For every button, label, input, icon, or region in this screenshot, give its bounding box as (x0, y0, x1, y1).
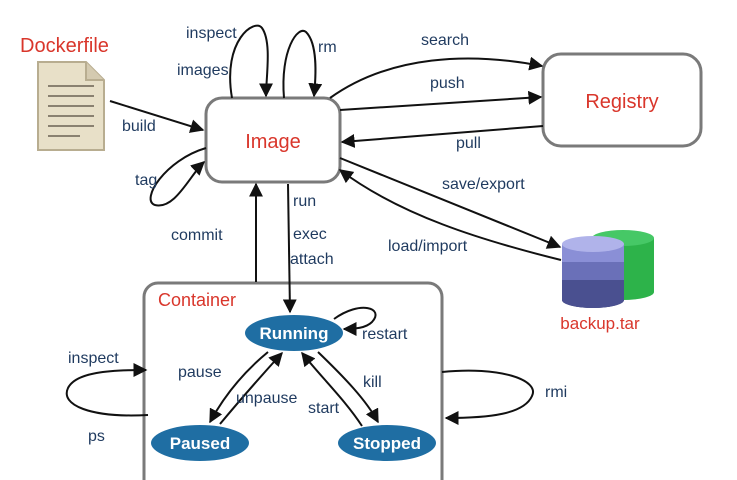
rm-label: rm (318, 39, 337, 56)
inspect-image-label: inspect (186, 25, 237, 42)
paused-label: Paused (170, 434, 230, 453)
start-label: start (308, 400, 340, 417)
unpause-label: unpause (236, 390, 297, 407)
pull-arrow (340, 125, 544, 148)
image-node (204, 96, 342, 184)
registry-node (541, 52, 703, 148)
load-label: load/import (388, 238, 468, 255)
kill-arrow (317, 351, 379, 424)
image-label: Image (245, 131, 301, 153)
running-label: Running (260, 324, 329, 343)
ps-label: ps (88, 428, 105, 445)
tag-arrow (149, 147, 207, 207)
restart-arrow (333, 306, 377, 336)
kill-label: kill (363, 374, 382, 391)
dockerfile-label: Dockerfile (20, 35, 109, 57)
run-arrow (282, 183, 297, 314)
attach-label: attach (290, 251, 334, 268)
inspect-ps-arrow (65, 363, 149, 417)
document-icon (37, 61, 105, 151)
registry-label: Registry (585, 91, 658, 113)
build-label: build (122, 118, 156, 135)
pause-arrow (209, 351, 269, 424)
pull-label: pull (456, 135, 481, 152)
database-stack-icon (562, 230, 654, 308)
rm-arrow (282, 29, 323, 99)
restart-label: restart (362, 326, 408, 343)
load-arrow (338, 169, 562, 261)
inspect-images-arrow (229, 24, 274, 99)
exec-label: exec (293, 226, 327, 243)
save-label: save/export (442, 176, 525, 193)
tag-label: tag (135, 172, 157, 189)
search-label: search (421, 32, 469, 49)
stopped-state (336, 423, 438, 463)
commit-label: commit (171, 227, 223, 244)
inspect-container-label: inspect (68, 350, 119, 367)
container-label: Container (158, 290, 236, 310)
images-label: images (177, 62, 229, 79)
rmi-label: rmi (545, 384, 567, 401)
unpause-arrow (219, 351, 283, 425)
run-label: run (293, 193, 316, 210)
backup-label: backup.tar (560, 314, 640, 333)
save-arrow (339, 157, 562, 249)
search-arrow (329, 56, 544, 99)
build-arrow (109, 100, 205, 133)
push-label: push (430, 75, 465, 92)
paused-state (149, 423, 251, 463)
stopped-label: Stopped (353, 434, 421, 453)
rmi-arrow (441, 369, 534, 425)
pause-label: pause (178, 364, 222, 381)
push-arrow (339, 90, 543, 111)
start-arrow (301, 351, 363, 427)
